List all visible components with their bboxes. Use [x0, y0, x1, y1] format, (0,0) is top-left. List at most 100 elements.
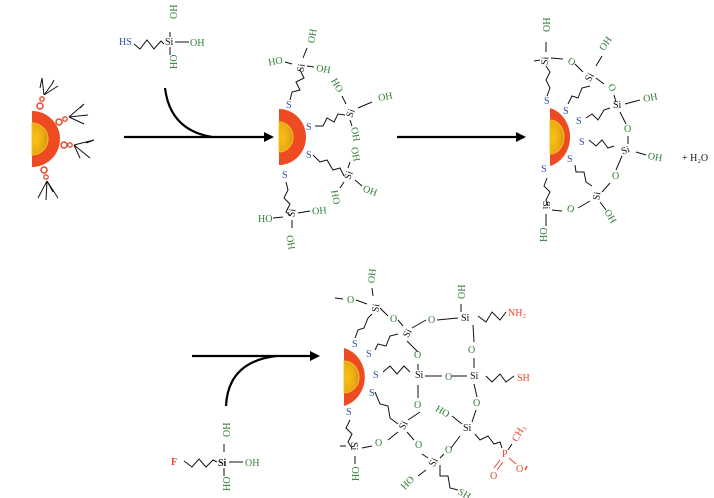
hydroxyl-label: OH: [222, 423, 233, 437]
hydroxyl-label: OH: [457, 285, 468, 299]
hydroxyl-label: OH: [245, 458, 259, 469]
oxygen-label: O: [445, 372, 452, 383]
particle-core: [343, 360, 360, 394]
oxygen-label: O: [414, 350, 421, 361]
hydroxyl-label: OH: [348, 126, 361, 142]
oxygen-label: O: [490, 471, 497, 482]
oxygen-label: O: [445, 445, 452, 456]
oleate-ligand: [60, 139, 95, 159]
hydroxyl-label: OH: [597, 35, 614, 53]
oleate-ligand: [55, 103, 89, 126]
silicon-label: Si: [343, 169, 356, 181]
hydroxyl-label: HO: [328, 77, 345, 95]
silicon-label: Si: [348, 442, 359, 451]
oxygen-label: O: [473, 398, 480, 409]
particle-core: [278, 121, 294, 153]
oxygen-label: O: [390, 314, 397, 325]
sulfur-label: S: [373, 370, 379, 381]
sulfur-label: S: [579, 137, 585, 148]
silicon-label: Si: [345, 107, 358, 119]
sulfur-label: S: [282, 170, 288, 181]
silicon-label: Si: [613, 100, 622, 111]
hydroxyl-label: HO: [351, 467, 362, 481]
oxygen-label: O: [516, 464, 523, 475]
sulfur-label: S: [352, 339, 358, 350]
oxygen-label: O: [414, 400, 421, 411]
sulfur-label: S: [366, 349, 372, 360]
hydroxyl-label: HO: [267, 55, 283, 68]
thiol-label: SH: [456, 487, 473, 498]
silicon-label: Si: [463, 423, 472, 434]
nanoparticle-multifunctional: S S S S S Si Si Si Si Si Si Si Si Si O O…: [334, 268, 530, 498]
sulfur-label: S: [369, 388, 375, 399]
sulfur-label: S: [286, 100, 292, 111]
reagent-functional-silanetriol: F Si OH OH HO: [171, 423, 259, 491]
nanoparticle-siloxane: S S S S S S Si Si Si Si Si Si O O O O O …: [533, 18, 663, 242]
hydroxyl-label: OH: [361, 184, 378, 199]
silicon-label: Si: [370, 303, 382, 313]
hydroxyl-label: OH: [542, 18, 553, 32]
hydroxyl-label: OH: [647, 151, 663, 164]
silicon-label: Si: [620, 144, 632, 157]
oxygen-label: O: [468, 345, 475, 356]
hydroxyl-label: OH: [169, 5, 180, 19]
oxygen-label: O: [624, 124, 631, 135]
oxygen-label: O: [415, 440, 422, 451]
hydroxyl-label: HO: [169, 55, 180, 69]
silicon-label: Si: [591, 191, 603, 201]
sulfur-label: S: [306, 150, 312, 161]
sulfur-label: S: [576, 116, 582, 127]
silicon-label: Si: [427, 456, 441, 469]
silicon-label: Si: [397, 419, 411, 432]
hydroxyl-label: HO: [258, 214, 272, 225]
silicon-label: Si: [165, 37, 174, 48]
hydroxyl-label: OH: [315, 63, 331, 76]
hydroxyl-label: OH: [366, 268, 378, 283]
oxygen-label: O: [375, 438, 382, 449]
silicon-label: Si: [286, 208, 298, 218]
oxygen-label: O: [565, 203, 576, 216]
silicon-label: Si: [583, 71, 597, 84]
particle-core: [31, 122, 49, 156]
sulfur-label: S: [346, 407, 352, 418]
reaction-arrow-1: [124, 87, 274, 142]
water-byproduct-label: + H₂O: [682, 153, 708, 164]
amine-label: NH₂: [508, 308, 526, 319]
oxygen-label: O: [428, 315, 435, 326]
thiol-functional-label: SH: [517, 373, 530, 384]
oxygen-label: O: [605, 83, 618, 94]
silicon-label: Si: [295, 63, 307, 73]
hydroxyl-label: HO: [433, 404, 451, 421]
thiol-label: HS: [119, 37, 132, 48]
silicon-label: Si: [415, 370, 424, 381]
silicon-label: Si: [470, 371, 479, 382]
hydroxyl-label: HO: [539, 228, 550, 242]
hydroxyl-label: OH: [377, 91, 393, 104]
hydroxyl-label: OH: [190, 38, 204, 49]
silicon-label: Si: [461, 313, 470, 324]
nanoparticle-silanol: S S S S Si HO OH OH HO Si OH OH OH Si OH…: [258, 28, 394, 251]
nanoparticle-oleate: [31, 77, 95, 201]
sulfur-label: S: [567, 154, 573, 165]
sulfur-label: S: [306, 122, 312, 133]
silicon-label: Si: [218, 458, 227, 469]
reaction-arrow-3: [192, 351, 320, 407]
particle-core: [549, 119, 565, 155]
silicon-label: Si: [401, 327, 415, 340]
oxygen-label: O: [566, 56, 578, 69]
hydroxyl-label: HO: [222, 477, 233, 491]
sulfur-label: S: [563, 106, 569, 117]
silicon-label: Si: [540, 201, 551, 210]
hydroxyl-label: HO: [328, 189, 341, 205]
sulfur-label: S: [544, 96, 550, 107]
sulfur-label: S: [541, 164, 547, 175]
hydroxyl-label: OH: [348, 146, 361, 162]
hydroxyl-label: HO: [399, 474, 417, 492]
silicon-label: Si: [540, 56, 552, 65]
reagent-mercaptopropyl-silanetriol: HS Si OH OH HO: [119, 5, 204, 69]
hydroxyl-label: OH: [312, 205, 327, 217]
hydroxyl-label: OH: [306, 28, 319, 44]
oxygen-label: O: [347, 295, 354, 306]
hydroxyl-label: OH: [601, 208, 618, 226]
functional-group-label: F: [171, 457, 177, 468]
